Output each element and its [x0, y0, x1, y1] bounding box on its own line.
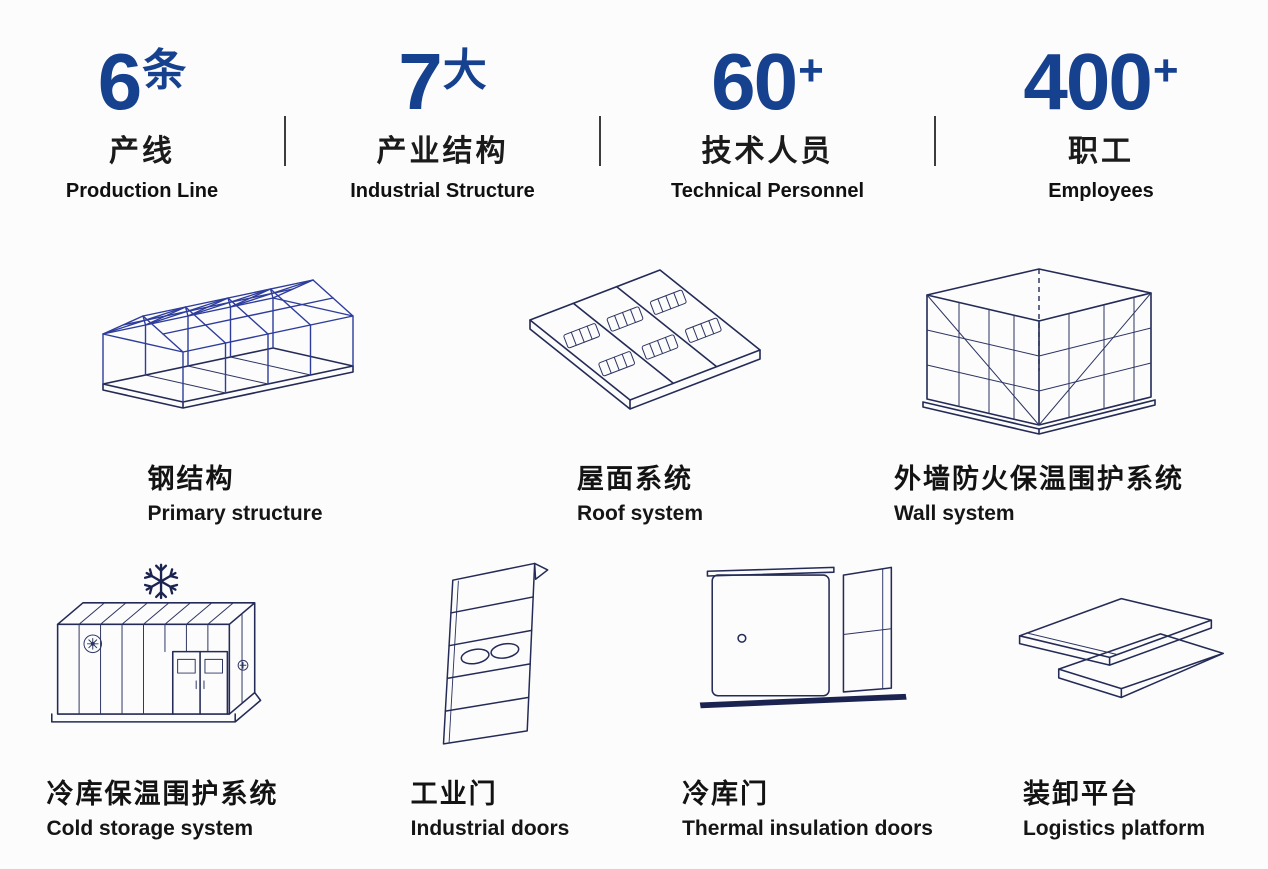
roof-system-illustration — [470, 251, 810, 441]
stat-unit: + — [798, 46, 824, 95]
product-card-dock-leveler: 装卸平台 Logistics platform — [960, 556, 1268, 841]
stat-label-en: Production Line — [65, 180, 219, 202]
product-title-zh: 装卸平台 — [1022, 779, 1139, 809]
steel-structure-icon — [102, 279, 354, 409]
stat-number: 7大 — [286, 42, 599, 122]
dock-leveler-icon — [1018, 597, 1224, 699]
cold-storage-door-illustration — [655, 556, 960, 756]
stat-value: 60 — [711, 37, 798, 126]
product-card-cold-storage: 冷库保温围护系统 Cold storage system — [0, 556, 325, 841]
product-card-steel-structure: 钢结构 Primary structure — [0, 251, 470, 526]
fan-icon — [237, 659, 248, 671]
product-title-en: Primary structure — [147, 502, 323, 525]
stat-divider — [599, 116, 601, 166]
stat-value: 6 — [97, 37, 142, 126]
stat-divider — [284, 116, 286, 166]
door-window — [460, 648, 490, 665]
product-title-zh: 钢结构 — [147, 464, 235, 494]
steel-structure-illustration — [0, 251, 470, 441]
product-title-en: Roof system — [576, 502, 704, 525]
industrial-door-illustration — [325, 556, 655, 756]
product-title-zh: 冷库门 — [682, 779, 770, 809]
cold-storage-door — [171, 650, 228, 715]
product-title-zh: 外墙防火保温围护系统 — [894, 464, 1184, 494]
product-caption: 装卸平台 Logistics platform — [1023, 756, 1205, 841]
dock-leveler-illustration — [960, 556, 1268, 756]
stat-block-employees: 400+ 职工 Employees — [936, 42, 1266, 203]
products-grid-row-1: 钢结构 Primary structure — [0, 251, 1268, 526]
stat-label-zh: 产线 — [109, 135, 175, 168]
product-title-zh: 冷库保温围护系统 — [46, 779, 279, 809]
stat-block-industrial-structure: 7大 产业结构 Industrial Structure — [286, 42, 599, 203]
cold-storage-door-icon — [699, 566, 907, 709]
cold-storage-icon — [50, 563, 261, 723]
stats-bar: 6条 产线 Production Line 7大 产业结构 Industrial… — [0, 0, 1268, 203]
product-card-wall-system: 外墙防火保温围护系统 Wall system — [810, 251, 1268, 526]
stat-block-production-line: 6条 产线 Production Line — [0, 42, 284, 203]
stat-label-en: Technical Personnel — [670, 180, 865, 202]
stat-label-en: Employees — [1048, 180, 1154, 202]
product-caption: 屋面系统 Roof system — [577, 441, 703, 526]
product-caption: 工业门 Industrial doors — [411, 756, 570, 841]
snowflake-icon — [142, 563, 179, 600]
industrial-door-icon — [442, 562, 549, 745]
sliding-door-panel — [710, 574, 830, 697]
product-title-en: Wall system — [894, 502, 1015, 525]
stat-divider — [934, 116, 936, 166]
product-card-industrial-door: 工业门 Industrial doors — [325, 556, 655, 841]
stat-number: 60+ — [601, 42, 934, 122]
stat-label-zh: 产业结构 — [376, 135, 509, 168]
product-title-en: Cold storage system — [46, 817, 254, 840]
door-window — [490, 642, 520, 659]
product-title-en: Industrial doors — [410, 817, 570, 840]
stat-label-zh: 技术人员 — [701, 135, 834, 168]
stat-value: 400 — [1023, 37, 1152, 126]
floor-rail — [699, 693, 907, 709]
product-title-zh: 工业门 — [410, 779, 498, 809]
stat-block-technical-personnel: 60+ 技术人员 Technical Personnel — [601, 42, 934, 203]
product-title-zh: 屋面系统 — [576, 464, 693, 494]
page-curl — [533, 562, 549, 580]
product-title-en: Thermal insulation doors — [682, 817, 933, 840]
wall-system-icon — [922, 268, 1156, 435]
stat-number: 400+ — [936, 42, 1266, 122]
product-caption: 冷库保温围护系统 Cold storage system — [47, 756, 279, 841]
stat-unit: + — [1152, 46, 1179, 95]
stat-unit: 大 — [442, 46, 487, 95]
product-caption: 外墙防火保温围护系统 Wall system — [894, 441, 1184, 526]
wall-system-illustration — [810, 251, 1268, 441]
stat-label-zh: 职工 — [1068, 135, 1134, 168]
door-handle — [736, 633, 747, 643]
product-card-cold-storage-door: 冷库门 Thermal insulation doors — [655, 556, 960, 841]
product-caption: 冷库门 Thermal insulation doors — [682, 756, 933, 841]
stat-unit: 条 — [142, 46, 187, 95]
roof-system-icon — [529, 269, 761, 410]
stat-label-en: Industrial Structure — [350, 180, 535, 202]
product-card-roof-system: 屋面系统 Roof system — [470, 251, 810, 526]
products-grid-row-2: 冷库保温围护系统 Cold storage system 工业门 Industr… — [0, 556, 1268, 841]
product-title-en: Logistics platform — [1022, 817, 1206, 840]
stat-number: 6条 — [0, 42, 284, 122]
cold-storage-illustration — [0, 556, 325, 756]
product-caption: 钢结构 Primary structure — [147, 441, 322, 526]
stat-value: 7 — [398, 37, 442, 126]
fan-icon — [82, 634, 102, 654]
